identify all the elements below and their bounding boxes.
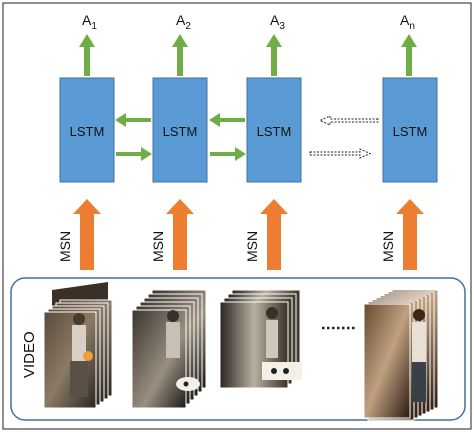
video-frame-stack-n	[363, 289, 439, 421]
video-frame-stack-2	[131, 289, 207, 409]
video-container	[10, 277, 466, 421]
output-label-1: A1	[82, 12, 97, 32]
block-arrow-up-icon	[396, 199, 424, 270]
video-frame-stack-1	[43, 282, 113, 409]
arrow-horizontal-icon	[309, 148, 372, 159]
block-arrow-up-icon	[260, 199, 288, 270]
recurrent-arrows	[115, 113, 246, 161]
ellipsis-arrows	[309, 115, 379, 159]
arrow-horizontal-icon	[115, 113, 151, 127]
lstm-cell-n: LSTM	[382, 77, 438, 183]
arrow-up-icon	[79, 34, 95, 76]
lstm-cell-2: LSTM	[152, 77, 208, 183]
msn-label-2: MSN	[150, 231, 166, 262]
lstm-label: LSTM	[163, 124, 198, 139]
lstm-cell-1: LSTM	[59, 77, 115, 183]
lstm-label: LSTM	[70, 124, 105, 139]
msn-label-3: MSN	[244, 231, 260, 262]
lstm-label: LSTM	[257, 124, 292, 139]
output-arrows	[79, 34, 417, 76]
arrow-horizontal-icon	[318, 115, 379, 126]
arrow-up-icon	[266, 34, 282, 76]
msn-label-1: MSN	[57, 231, 73, 262]
video-label: VIDEO	[21, 331, 38, 378]
video-frame-stack-3	[219, 289, 302, 389]
arrow-up-icon	[172, 34, 188, 76]
lstm-label: LSTM	[393, 124, 428, 139]
block-arrow-up-icon	[73, 199, 101, 270]
arrow-horizontal-icon	[210, 147, 246, 161]
block-arrow-up-icon	[166, 199, 194, 270]
output-label-n: An	[400, 12, 415, 32]
output-label-3: A3	[270, 12, 285, 32]
arrow-horizontal-icon	[116, 147, 152, 161]
lstm-cell-3: LSTM	[246, 77, 302, 183]
msn-arrows	[73, 199, 424, 270]
msn-label-n: MSN	[380, 231, 396, 262]
output-label-2: A2	[176, 12, 191, 32]
arrow-horizontal-icon	[209, 113, 245, 127]
arrow-up-icon	[401, 34, 417, 76]
